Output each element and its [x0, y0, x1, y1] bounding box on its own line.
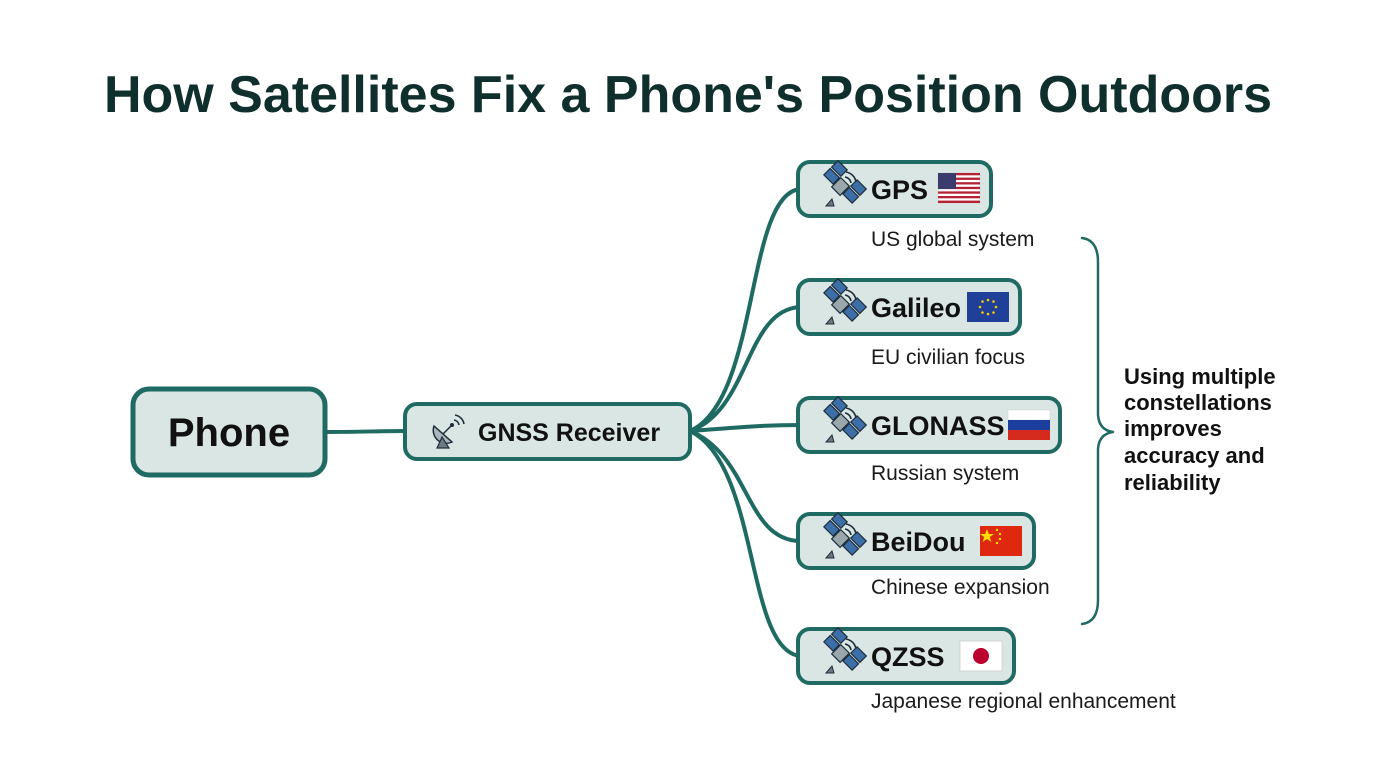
constellation-gps: GPS US global system	[796, 159, 1034, 251]
phone-node-box	[130, 386, 328, 478]
gnss-receiver-box	[403, 402, 692, 461]
beidou-node-box	[796, 512, 1036, 570]
glonass-description: Russian system	[871, 462, 1019, 485]
gnss-receiver-node: GNSS Receiver	[403, 402, 692, 461]
constellation-qzss: QZSS Japanese regional enhancement	[796, 626, 1176, 713]
us-flag-icon	[937, 172, 981, 204]
connector-phone-receiver	[323, 429, 407, 434]
galileo-description: EU civilian focus	[871, 346, 1025, 369]
qzss-node-label: QZSS	[871, 642, 945, 672]
note-line: constellations	[1124, 390, 1272, 415]
multi-constellation-note: Using multiple constellations improves a…	[1124, 364, 1276, 495]
phone-node: Phone	[130, 386, 328, 478]
connector-receiver-gps	[688, 187, 802, 433]
note-line: Using multiple	[1124, 364, 1276, 389]
connector-receiver-glonass	[688, 423, 802, 433]
connector-receiver-qzss	[688, 429, 802, 658]
glonass-node-box	[796, 396, 1062, 454]
galileo-node-label: Galileo	[871, 293, 961, 323]
connectors	[323, 187, 802, 658]
glonass-node-label: GLONASS	[871, 411, 1005, 441]
connector-receiver-galileo	[688, 305, 802, 433]
constellation-galileo: Galileo EU civilian focus	[796, 277, 1025, 369]
china-flag-icon	[980, 526, 1022, 556]
phone-node-label: Phone	[168, 411, 290, 455]
connector-receiver-beidou	[688, 429, 802, 543]
gps-description: US global system	[871, 228, 1034, 251]
russia-flag-icon	[1007, 409, 1051, 440]
gnss-receiver-label: GNSS Receiver	[478, 419, 660, 447]
gps-node-label: GPS	[871, 175, 928, 205]
constellation-glonass: GLONASS Russian system	[796, 395, 1062, 485]
constellation-beidou: BeiDou Chinese expansion	[796, 511, 1050, 599]
note-line: accuracy and	[1124, 443, 1265, 468]
eu-flag-icon	[967, 292, 1009, 322]
qzss-description: Japanese regional enhancement	[871, 690, 1176, 713]
beidou-description: Chinese expansion	[871, 576, 1050, 599]
beidou-node-label: BeiDou	[871, 527, 966, 557]
note-line: improves	[1124, 416, 1222, 441]
japan-flag-icon	[959, 640, 1003, 672]
page-title: How Satellites Fix a Phone's Position Ou…	[104, 66, 1272, 124]
note-line: reliability	[1124, 470, 1221, 495]
grouping-brace	[1080, 236, 1115, 626]
